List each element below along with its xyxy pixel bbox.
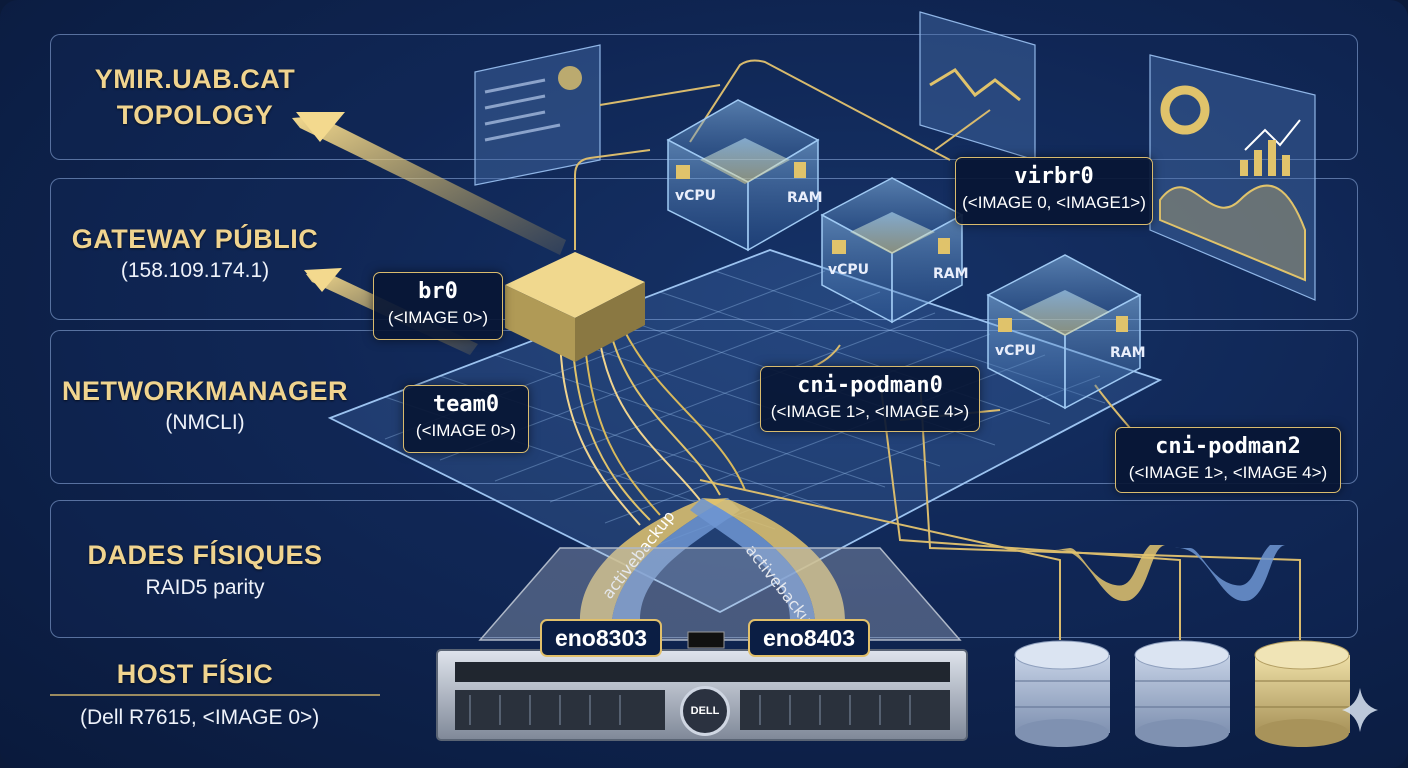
node-cni-podman0-detail: (<IMAGE 1>, <IMAGE 4>) [761,402,979,422]
layer-gateway-subtitle: (158.109.174.1) [60,259,330,283]
nic-eno8303: eno8303 [540,619,662,657]
layer-topology-title-1: YMIR.UAB.CAT [60,64,330,95]
layer-host-subtitle: (Dell R7615, <IMAGE 0>) [80,706,370,730]
node-virbr0: virbr0 (<IMAGE 0, <IMAGE1>) [955,157,1153,225]
node-cni-podman0: cni-podman0 (<IMAGE 1>, <IMAGE 4>) [760,366,980,432]
raid-disks [1015,641,1350,747]
node-cni-podman2: cni-podman2 (<IMAGE 1>, <IMAGE 4>) [1115,427,1341,493]
node-br0-detail: (<IMAGE 0>) [374,308,502,328]
node-cni-podman0-name: cni-podman0 [761,373,979,398]
vm2-ram-label: RAM [933,266,969,282]
layer-gateway-title: GATEWAY PÚBLIC [60,224,330,255]
vm1-ram-label: RAM [787,190,823,206]
vm3-ram-label: RAM [1110,345,1146,361]
node-cni-podman2-detail: (<IMAGE 1>, <IMAGE 4>) [1116,463,1340,483]
disk-3 [1255,641,1350,747]
nic-eno8403: eno8403 [748,619,870,657]
disk-2 [1135,641,1230,747]
layer-topology-title-2: TOPOLOGY [60,100,330,131]
node-team0-detail: (<IMAGE 0>) [404,421,528,441]
vm2-cpu-label: vCPU [828,262,869,278]
vm3-cpu-label: vCPU [995,343,1036,359]
layer-host-title: HOST FÍSIC [60,659,330,690]
node-team0-name: team0 [404,392,528,417]
layer-data-subtitle: RAID5 parity [60,576,350,600]
node-br0-name: br0 [374,279,502,304]
node-virbr0-detail: (<IMAGE 0, <IMAGE1>) [956,193,1152,213]
node-virbr0-name: virbr0 [956,164,1152,189]
layer-data-title: DADES FÍSIQUES [60,540,350,571]
vm-cube-1 [668,100,818,250]
layer-nm-subtitle: (NMCLI) [60,411,350,435]
dell-logo: DELL [680,686,730,736]
node-team0: team0 (<IMAGE 0>) [403,385,529,453]
node-cni-podman2-name: cni-podman2 [1116,434,1340,459]
disk-1 [1015,641,1110,747]
vm1-cpu-label: vCPU [675,188,716,204]
node-br0: br0 (<IMAGE 0>) [373,272,503,340]
layer-nm-title: NETWORKMANAGER [60,376,350,407]
